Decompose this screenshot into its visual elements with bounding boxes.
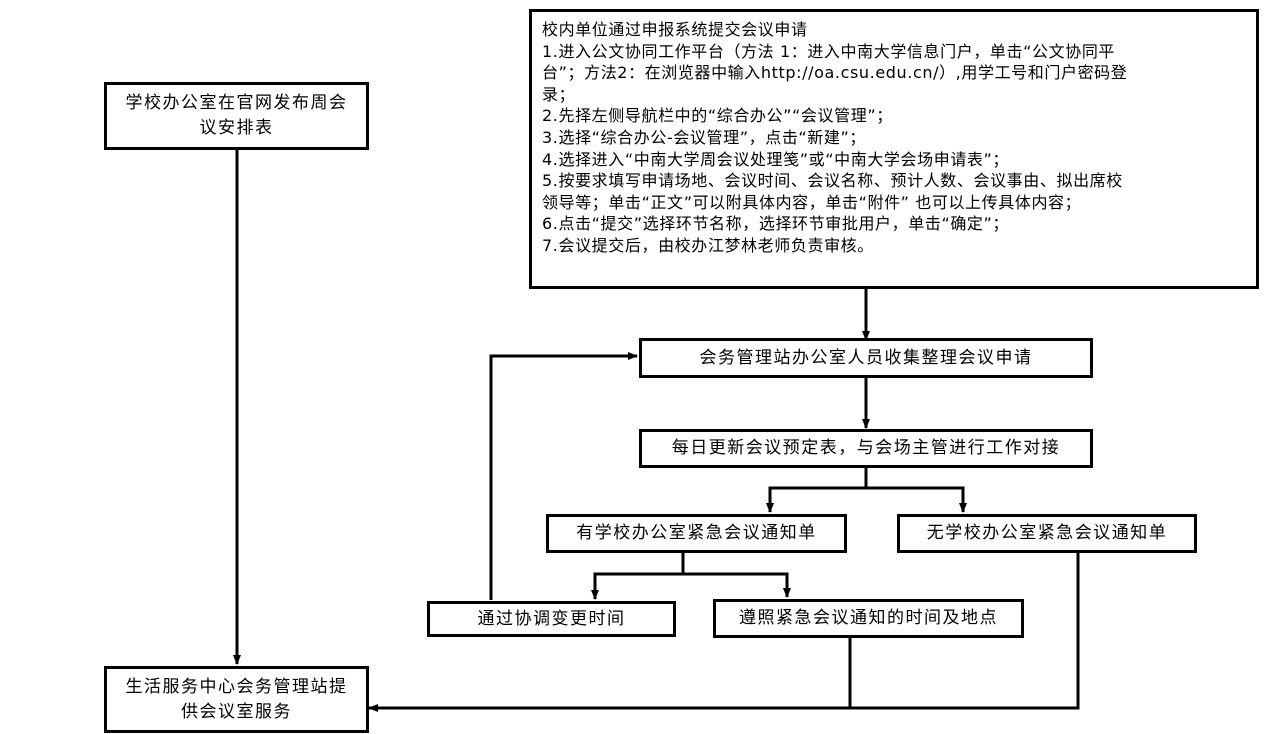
arrow-to-reschedule [591,572,683,600]
instruction-line: 领导等；单击“正文”可以附具体内容，单击“附件” 也可以上传具体内容； [542,192,1082,212]
urgent-notice-yes-label: 有学校办公室紧急会议通知单 [576,523,817,544]
instruction-line: 录； [542,84,576,104]
reschedule-box: 通过协调变更时间 [427,601,676,637]
collect-requests-box: 会务管理站办公室人员收集整理会议申请 [639,338,1093,378]
instruction-line: 4.选择进入“中南大学周会议处理笺”或“中南大学会场申请表”； [542,149,1010,169]
urgent-notice-yes-box: 有学校办公室紧急会议通知单 [546,514,847,553]
instructions-box: 校内单位通过申报系统提交会议申请 1.进入公文协同工作平台（方法 1：进入中南大… [529,9,1259,289]
reschedule-label: 通过协调变更时间 [477,608,626,629]
follow-urgent-box: 遵照紧急会议通知的时间及地点 [713,599,1024,638]
follow-urgent-label: 遵照紧急会议通知的时间及地点 [739,608,998,629]
weekly-schedule-line: 议安排表 [199,118,274,138]
arrow-urgent-no-to-service [368,552,1080,712]
arrow-to-follow-urgent [683,572,791,598]
urgent-notice-no-box: 无学校办公室紧急会议通知单 [897,514,1197,553]
instruction-line: 3.选择“综合办公-会议管理”，点击“新建”； [542,127,866,147]
update-schedule-box: 每日更新会议预定表，与会场主管进行工作对接 [639,429,1093,468]
instruction-line: 2.先择左侧导航栏中的“综合办公”“会议管理”； [542,106,893,126]
instruction-line: 6.点击“提交”选择环节名称，选择环节审批用户，单击“确定”； [542,214,1010,234]
room-service-line: 供会议室服务 [181,701,292,722]
arrow-branch-to-urgent-no [866,486,967,513]
update-schedule-label: 每日更新会议预定表，与会场主管进行工作对接 [671,438,1061,459]
instruction-line: 1.进入公文协同工作平台（方法 1：进入中南大学信息门户，单击“公文协同平 [542,41,1116,61]
arrow-branch-to-urgent-yes [766,486,866,513]
arrow-reschedule-loop [489,352,638,600]
instructions-heading: 校内单位通过申报系统提交会议申请 [542,20,808,39]
weekly-schedule-line: 学校办公室在官网发布周会 [125,93,348,114]
room-service-line: 生活服务中心会务管理站提 [125,676,348,697]
instruction-line: 5.按要求填写申请场地、会议时间、会议名称、预计人数、会议事由、拟出席校 [542,171,1123,191]
urgent-notice-no-label: 无学校办公室紧急会议通知单 [926,523,1168,544]
instruction-line: 7.会议提交后，由校办江梦林老师负责审核。 [542,235,874,255]
weekly-schedule-box: 学校办公室在官网发布周会 议安排表 [104,82,369,150]
collect-requests-label: 会务管理站办公室人员收集整理会议申请 [699,347,1033,368]
instruction-line: 台”；方法2：在浏览器中输入http://oa.csu.edu.cn/）,用学工… [542,63,1128,83]
room-service-box: 生活服务中心会务管理站提 供会议室服务 [104,666,369,733]
